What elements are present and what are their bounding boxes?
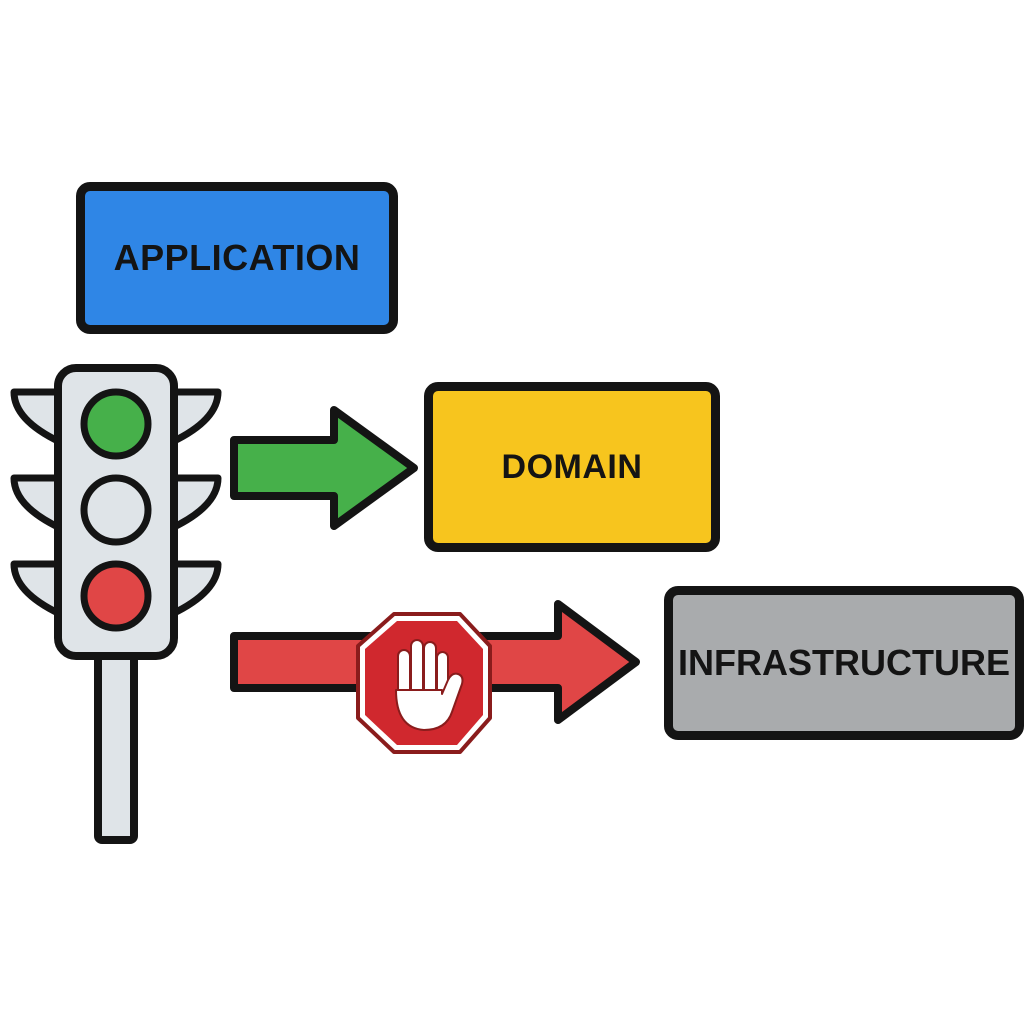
domain-layer-box: DOMAIN <box>424 382 720 552</box>
red-light <box>80 560 152 632</box>
application-layer-box: APPLICATION <box>76 182 398 334</box>
off-light <box>80 474 152 546</box>
green-light <box>80 388 152 460</box>
infrastructure-layer-label: INFRASTRUCTURE <box>678 642 1010 683</box>
traffic-light-icon <box>10 364 222 844</box>
domain-layer-label: DOMAIN <box>501 447 643 486</box>
infrastructure-layer-box: INFRASTRUCTURE <box>664 586 1024 740</box>
application-layer-label: APPLICATION <box>113 237 361 278</box>
stop-hand-icon <box>356 612 492 754</box>
allowed-arrow <box>230 406 418 530</box>
